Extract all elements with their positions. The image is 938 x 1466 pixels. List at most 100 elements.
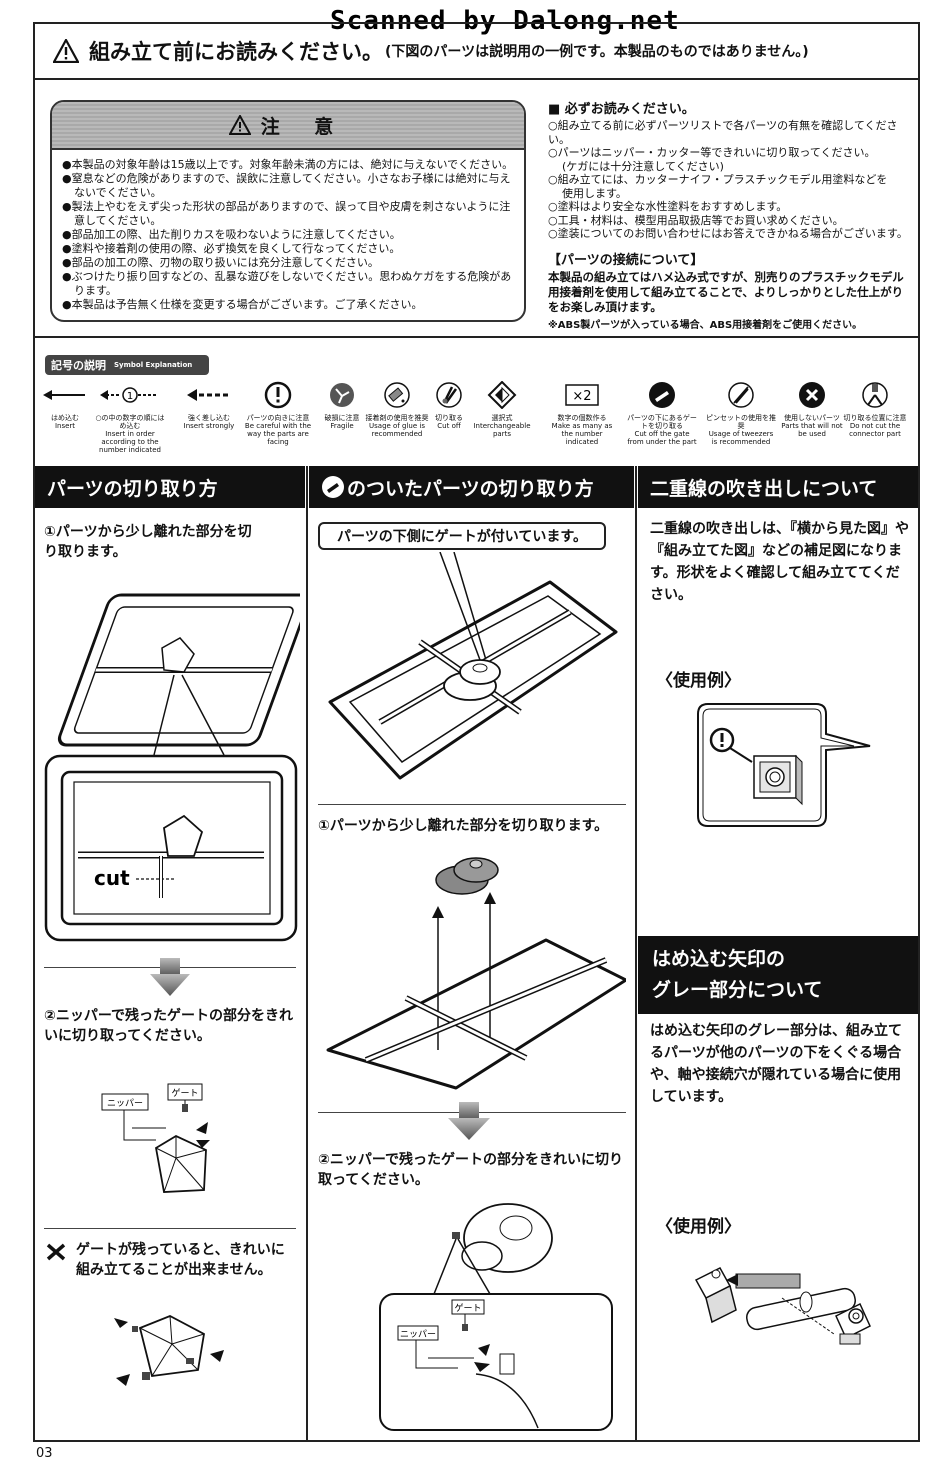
cut-position-icon	[862, 382, 888, 408]
read-item: (ケガには十分注意してください)	[562, 159, 724, 173]
col1-warning: ゲートが残っていると、きれいに組み立てることが出来ません。	[46, 1240, 296, 1280]
warning-icon	[228, 115, 251, 135]
symbol-jp: ピンセットの使用を推奨	[706, 414, 776, 430]
page-frame	[33, 22, 920, 1442]
leftover-gate-diagram	[114, 1315, 224, 1386]
caution-item: ●ぶつけたり振り回すなどの、乱暴な遊びをしないでください。思わぬケガをする危険が…	[62, 270, 512, 297]
read-first-list: ○組み立てる前に必ずパーツリストで各パーツの有無を確認してください。 ○パーツは…	[548, 119, 913, 241]
section-heading-line: はめ込む矢印の	[652, 948, 786, 970]
step-divider	[44, 1228, 296, 1229]
gate-callout: パーツの下側にゲートが付いています。	[318, 522, 606, 550]
col3-body: 二重線の吹き出しは、『横から見た図』や『組み立てた図』などの補足図になります。形…	[650, 521, 909, 603]
symbol-en: Do not cut the connector part	[849, 422, 901, 438]
cut-off-icon	[436, 382, 462, 408]
strong-insert-icon	[187, 389, 229, 401]
nipper-gate-diagram: ニッパー ゲート	[101, 1083, 210, 1193]
symbol-en: Interchangeable parts	[473, 422, 531, 438]
connection-title: 【パーツの接続について】	[548, 252, 704, 268]
read-item: 使用します。	[562, 186, 627, 200]
symbol-en: Insert in order according to the number …	[99, 430, 161, 454]
example-label: 〈使用例〉	[656, 671, 741, 691]
symbol-en: Insert strongly	[183, 422, 235, 430]
col3-body2: はめ込む矢印のグレー部分は、組み立てるパーツが他のパーツの下をくぐる場合や、軸や…	[650, 1023, 902, 1105]
caution-title: 注 意	[260, 115, 348, 138]
x-mark-icon	[46, 1243, 66, 1261]
nipper-label: ニッパー	[107, 1098, 143, 1109]
symbol-en: Cut off	[437, 422, 461, 430]
section-heading-under-gate: のついたパーツの切り取り方	[309, 466, 634, 508]
symbol-jp: パーツの向きに注意	[246, 414, 310, 422]
col1-step1: ①パーツから少し離れた部分を切り取ります。	[44, 524, 252, 560]
read-item: ○パーツはニッパー・カッター等できれいに切り取ってください。	[548, 146, 876, 159]
ordered-insert-icon: 1	[100, 387, 158, 403]
caution-item: ●本製品は予告無く仕様を変更する場合がございます。ご了承ください。	[62, 298, 423, 311]
not-used-icon	[799, 382, 825, 408]
symbol-en: Usage of tweezers is recommended	[708, 430, 774, 446]
symbol-jp: 切り取る位置に注意	[843, 414, 907, 422]
nipper-label: ニッパー	[400, 1329, 436, 1340]
page-number: 03	[36, 1446, 53, 1461]
symbol-jp: 使用しないパーツ	[784, 414, 840, 422]
symbol-en: Usage of glue is recommended	[369, 422, 425, 438]
example-label: 〈使用例〉	[656, 1217, 741, 1237]
read-item: ○塗料はより安全な水性塗料をおすすめします。	[548, 200, 788, 213]
symbol-tag-en: Symbol Explanation	[114, 361, 193, 369]
watermark: Scanned by Dalong.net	[330, 6, 680, 36]
section-heading-double-line: 二重線の吹き出しについて	[638, 466, 918, 508]
exclamation-icon	[264, 381, 292, 409]
page-title: 組み立て前にお読みください。	[89, 40, 383, 64]
section-heading-text: 二重線の吹き出しについて	[650, 477, 878, 500]
read-first-block: ■ 必ずお読みください。 ○組み立てる前に必ずパーツリストで各パーツの有無を確認…	[548, 98, 913, 331]
caution-item: ●製法上やむをえず尖った形状の部品がありますので、誤って目や皮膚を刺さないように…	[62, 200, 511, 227]
symbol-jp: 切り取る	[435, 414, 463, 422]
divider	[35, 336, 918, 338]
caution-list: ●本製品の対象年齢は15歳以上です。対象年齢未満の方には、絶対に与えないでくださ…	[52, 150, 524, 312]
connection-note: ※ABS製パーツが入っている場合、ABS用接着剤をご使用ください。	[548, 319, 863, 331]
symbol-en: Parts that will not be used	[781, 422, 843, 438]
symbol-jp: 選択式	[491, 414, 513, 422]
symbol-en: Insert	[54, 422, 76, 430]
gray-arrow-example	[694, 1267, 871, 1345]
double-line-callout-example	[697, 703, 871, 827]
warning-icon	[53, 39, 79, 63]
symbol-en: Make as many as the number indicated	[551, 422, 613, 446]
page-subtitle: (下図のパーツは説明用の一例です。本製品のものではありません。)	[385, 44, 809, 60]
symbol-en: Be careful with the way the parts are fa…	[244, 422, 312, 446]
caution-header: 注 意	[52, 102, 524, 150]
multiply-badge-text: ×2	[572, 389, 591, 404]
section-heading-cutting: パーツの切り取り方	[35, 466, 305, 508]
col1-step2: ②ニッパーで残ったゲートの部分をきれいに切り取ってください。	[44, 1008, 294, 1044]
symbol-en: Cut off the gate from under the part	[627, 430, 697, 446]
svg-text:1: 1	[127, 391, 133, 402]
removed-part-diagram	[326, 857, 626, 1090]
section-heading-text: パーツの切り取り方	[47, 477, 218, 500]
gate-label: ゲート	[454, 1302, 481, 1314]
read-item: ○組み立てには、カッターナイフ・プラスチックモデル用塗料などを	[548, 173, 888, 186]
sprue-diagram: cut	[44, 593, 300, 942]
col2-step1: ①パーツから少し離れた部分を切り取ります。	[318, 818, 609, 834]
multiply-icon: ×2	[565, 384, 599, 406]
insert-arrow-icon	[43, 390, 85, 400]
interchangeable-icon	[487, 381, 517, 409]
read-item: ○工具・材料は、模型用品取扱店等でお買い求めください。	[548, 213, 844, 227]
cut-label: cut	[94, 866, 130, 890]
caution-item: ●窒息などの危険がありますので、誤飲に注意してください。小さなお子様には絶対に与…	[62, 172, 511, 199]
symbol-jp: ○の中の数字の順にはめ込む	[95, 414, 165, 430]
column-divider	[306, 466, 308, 1442]
read-first-title: ■ 必ずお読みください。	[548, 102, 695, 117]
step-divider	[318, 804, 626, 805]
tweezers-icon	[728, 382, 754, 408]
gate-removal-diagram: ゲート ニッパー	[379, 1203, 613, 1431]
symbol-jp: 破損に注意	[324, 414, 360, 422]
